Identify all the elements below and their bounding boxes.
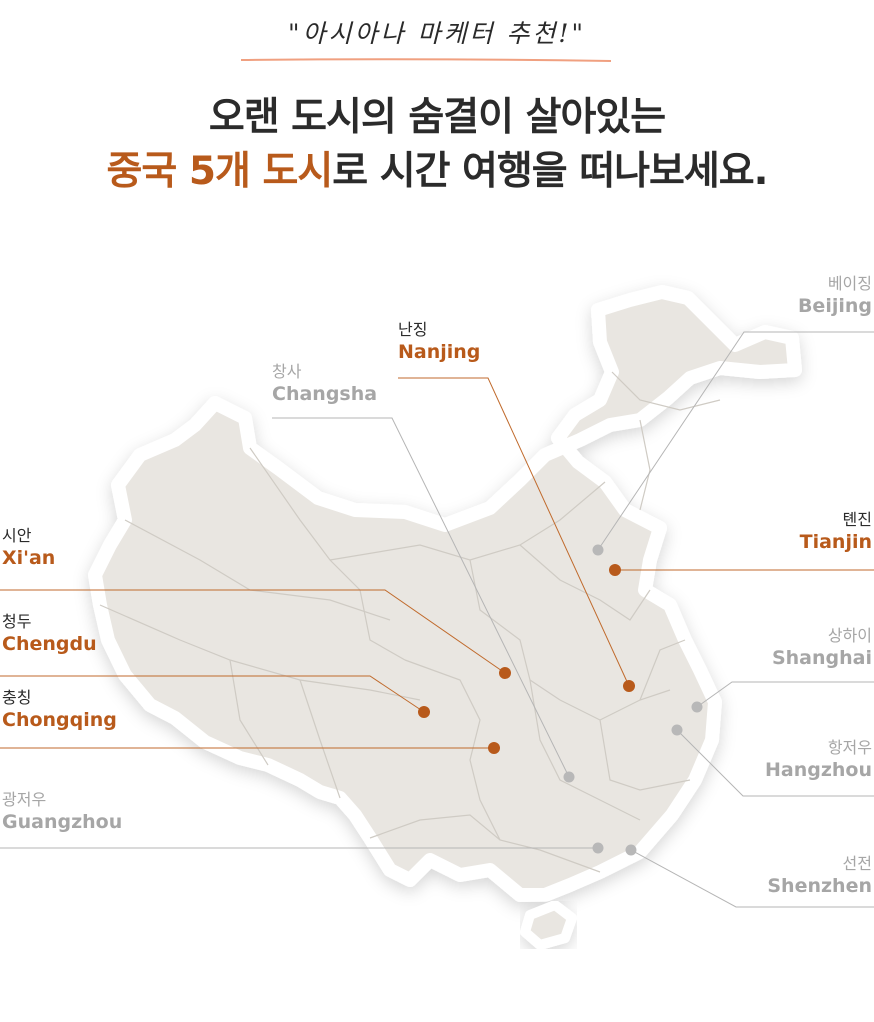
city-label-shenzhen[interactable]: 선전 Shenzhen [767,856,872,896]
marker-shanghai[interactable] [691,701,703,713]
marker-xian[interactable] [499,667,511,679]
city-ko: 선전 [842,854,872,873]
city-ko: 톈진 [842,510,872,529]
city-en: Shenzhen [767,875,872,897]
city-en: Nanjing [398,341,481,363]
leader-shenzhen [630,849,874,908]
city-en: Beijing [797,295,872,317]
city-en: Chengdu [2,633,97,655]
city-ko: 충칭 [2,688,32,707]
city-label-chongqing[interactable]: 충칭 Chongqing [2,690,117,730]
marker-beijing[interactable] [592,544,604,556]
leader-beijing [597,331,874,551]
marker-tianjin[interactable] [609,564,621,576]
marker-changsha[interactable] [563,771,575,783]
china-landmass [88,285,802,950]
province-borders [99,371,721,873]
marker-chongqing[interactable] [488,742,500,754]
marker-shenzhen[interactable] [625,844,637,856]
leader-chengdu [0,675,425,713]
city-label-chengdu[interactable]: 청두 Chengdu [2,614,97,654]
city-en: Chongqing [2,709,117,731]
city-label-tianjin[interactable]: 톈진 Tianjin [800,512,872,552]
city-en: Tianjin [799,531,872,553]
marker-chengdu[interactable] [418,706,430,718]
leader-lines [0,331,874,908]
city-ko: 난징 [398,320,428,339]
city-markers [418,544,703,856]
marker-hangzhou[interactable] [671,724,683,736]
leader-changsha [272,417,570,778]
headline-line-1: 오랜 도시의 숨결이 살아있는 [208,95,666,140]
city-ko: 청두 [2,612,32,631]
city-en: Shanghai [771,647,872,669]
city-en: Xi'an [2,547,56,569]
city-en: Changsha [272,383,378,405]
marker-guangzhou[interactable] [592,842,604,854]
marketer-tagline: "아시아나 마케터 추천!" [288,19,586,48]
leader-shanghai [696,681,874,708]
city-label-changsha[interactable]: 창사 Changsha [272,364,377,404]
city-label-hangzhou[interactable]: 항저우 Hangzhou [765,740,872,780]
headline-line-2: 중국 5개 도시로 시간 여행을 떠나보세요. [0,140,874,196]
city-ko: 광저우 [2,790,47,809]
city-label-shanghai[interactable]: 상하이 Shanghai [772,628,872,668]
tagline-underline [241,58,611,62]
city-ko: 시안 [2,526,32,545]
city-label-xian[interactable]: 시안 Xi'an [2,528,55,568]
city-en: Hangzhou [764,759,872,781]
city-ko: 상하이 [827,626,872,645]
city-label-nanjing[interactable]: 난징 Nanjing [398,322,480,362]
headline-accent: 중국 5개 도시 [106,149,334,194]
city-label-beijing[interactable]: 베이징 Beijing [798,276,872,316]
city-ko: 항저우 [827,738,872,757]
city-ko: 베이징 [827,274,872,293]
leader-hangzhou [676,729,874,797]
marker-nanjing[interactable] [623,680,635,692]
leader-nanjing [398,377,630,687]
headline-rest: 로 시간 여행을 떠나보세요. [332,149,768,194]
city-ko: 창사 [272,362,302,381]
city-label-guangzhou[interactable]: 광저우 Guangzhou [2,792,122,832]
leader-xian [0,589,506,674]
city-en: Guangzhou [2,811,123,833]
